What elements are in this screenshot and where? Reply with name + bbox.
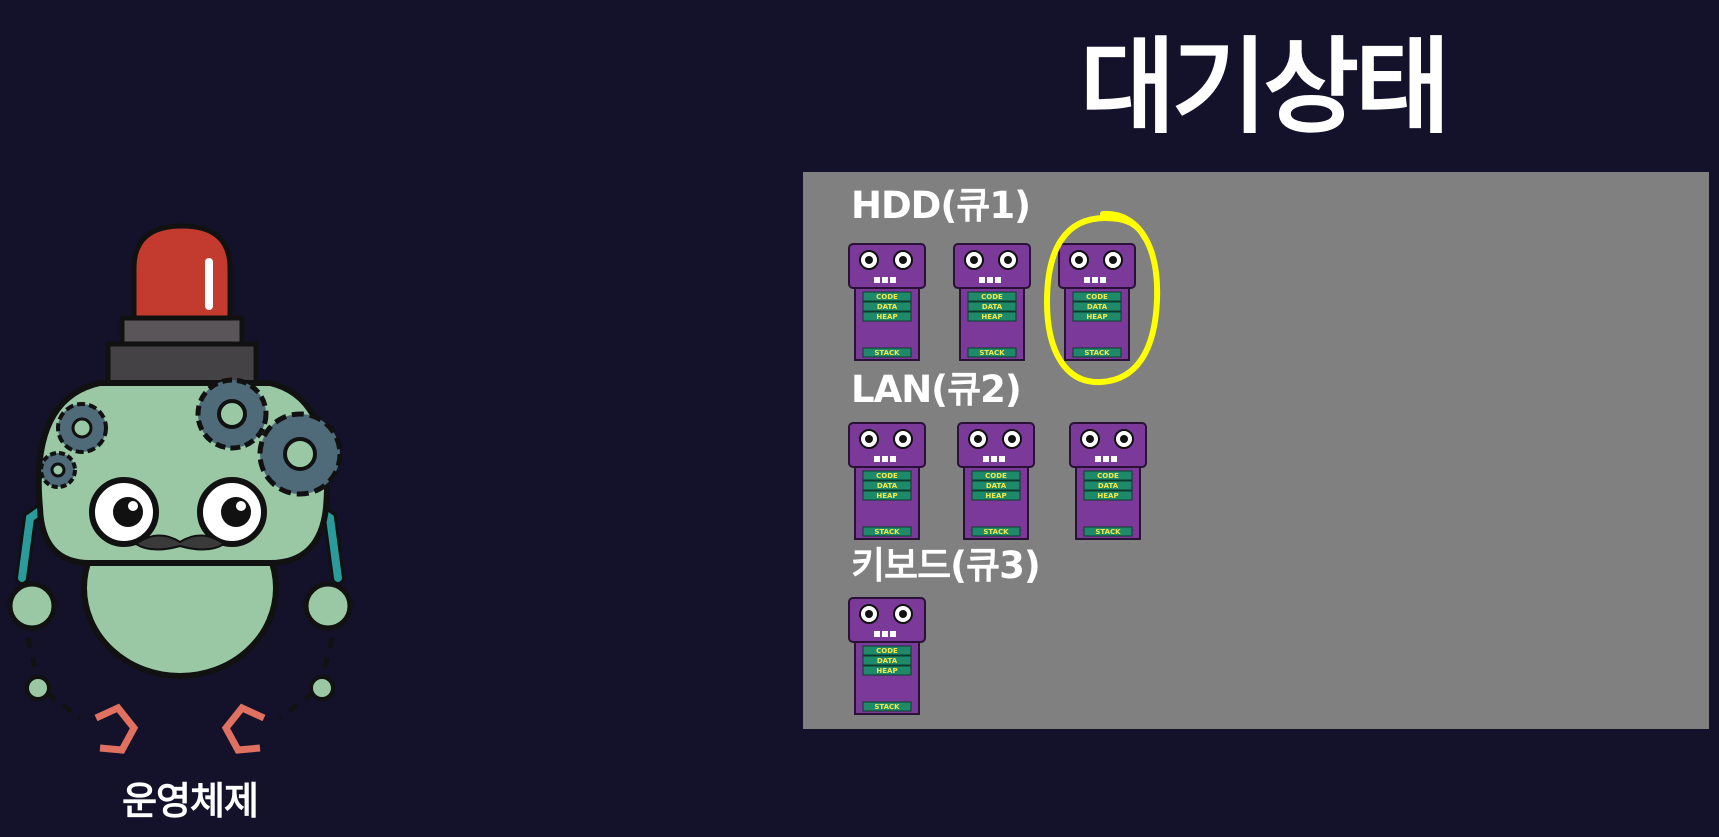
segment-label-code: CODE — [1097, 472, 1119, 480]
segment-label-data: DATA — [982, 303, 1003, 311]
highlight-circle — [1043, 210, 1161, 386]
segment-label-heap: HEAP — [1086, 313, 1107, 321]
segment-label-heap: HEAP — [876, 492, 897, 500]
segment-label-stack: STACK — [1084, 349, 1110, 357]
waiting-queues-panel: HDD(큐1) LAN(큐2) 키보드(큐3) CODE DATA HEAP STAC… — [803, 172, 1709, 729]
process-icon: CODE DATA HEAP STACK — [957, 422, 1035, 540]
segment-label-data: DATA — [986, 482, 1007, 490]
segment-label-data: DATA — [1087, 303, 1108, 311]
robot-os-icon — [7, 223, 353, 754]
segment-label-heap: HEAP — [876, 667, 897, 675]
process-icon: CODE DATA HEAP STACK — [1069, 422, 1147, 540]
segment-label-code: CODE — [876, 472, 898, 480]
segment-label-data: DATA — [1098, 482, 1119, 490]
segment-label-code: CODE — [1086, 293, 1108, 301]
page-title: 대기상태 — [1080, 26, 1451, 148]
queue-label-hdd: HDD(큐1) — [851, 184, 1031, 227]
segment-label-stack: STACK — [979, 349, 1005, 357]
segment-label-stack: STACK — [874, 349, 900, 357]
queue-label-keyboard: 키보드(큐3) — [851, 544, 1041, 587]
segment-label-data: DATA — [877, 482, 898, 490]
process-icon: CODE DATA HEAP STACK — [848, 243, 926, 361]
segment-label-heap: HEAP — [985, 492, 1006, 500]
process-icon: CODE DATA HEAP STACK — [1058, 243, 1136, 361]
segment-label-heap: HEAP — [1097, 492, 1118, 500]
process-icon: CODE DATA HEAP STACK — [848, 422, 926, 540]
segment-label-heap: HEAP — [876, 313, 897, 321]
os-label: 운영체제 — [122, 779, 259, 823]
segment-label-stack: STACK — [874, 703, 900, 711]
process-icon: CODE DATA HEAP STACK — [953, 243, 1031, 361]
segment-label-stack: STACK — [983, 528, 1009, 536]
segment-label-stack: STACK — [1095, 528, 1121, 536]
segment-label-data: DATA — [877, 303, 898, 311]
segment-label-code: CODE — [985, 472, 1007, 480]
segment-label-stack: STACK — [874, 528, 900, 536]
process-icon: CODE DATA HEAP STACK — [848, 597, 926, 715]
segment-label-code: CODE — [981, 293, 1003, 301]
segment-label-data: DATA — [877, 657, 898, 665]
segment-label-code: CODE — [876, 293, 898, 301]
segment-label-code: CODE — [876, 647, 898, 655]
queue-label-lan: LAN(큐2) — [851, 368, 1022, 411]
segment-label-heap: HEAP — [981, 313, 1002, 321]
